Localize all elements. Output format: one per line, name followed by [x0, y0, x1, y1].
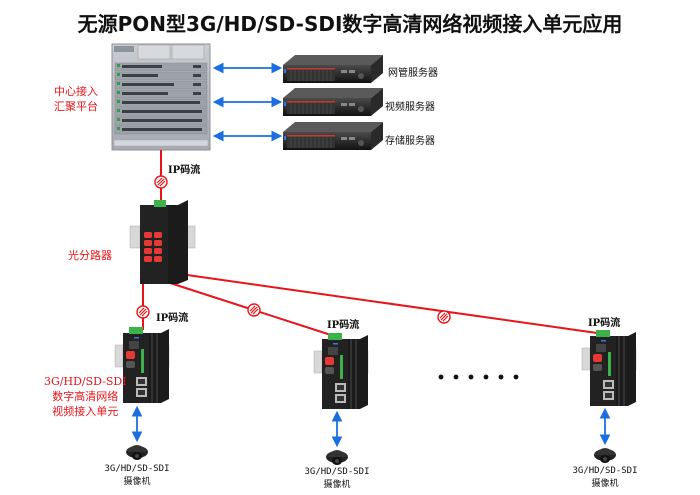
ip-stream-label: IP码流: [327, 320, 360, 331]
ip-stream-label: IP码流: [588, 318, 621, 329]
central-chassis: [111, 43, 211, 151]
access-unit-2: [313, 332, 369, 410]
link-icon: [136, 305, 150, 319]
fiber-drop-3: [179, 273, 598, 334]
access-unit-3: [581, 329, 637, 407]
server-management: [282, 54, 384, 84]
central-label: 中心接入 汇聚平台: [54, 85, 98, 113]
optical-splitter: [129, 200, 196, 284]
server-management-label: 网管服务器: [388, 68, 438, 79]
server-storage-label: 存储服务器: [385, 136, 435, 147]
ellipsis-dots: [438, 374, 519, 380]
camera-icon: [594, 448, 616, 463]
server-storage: [282, 121, 384, 151]
camera-icon: [326, 450, 348, 465]
link-icon: [437, 310, 451, 324]
camera-icon: [126, 445, 148, 460]
server-video: [282, 87, 384, 117]
camera-label-1: 3G/HD/SD-SDI 摄像机: [104, 464, 170, 487]
camera-label-2: 3G/HD/SD-SDI 摄像机: [304, 467, 370, 490]
link-icon: [154, 175, 168, 189]
splitter-label: 光分路器: [68, 249, 112, 262]
camera-label-3: 3G/HD/SD-SDI 摄像机: [572, 466, 638, 489]
diagram-title: 无源PON型3G/HD/SD-SDI数字高清网络视频接入单元应用: [77, 12, 623, 36]
ip-stream-label: IP码流: [168, 165, 201, 176]
link-icon: [247, 303, 261, 317]
ip-stream-label: IP码流: [156, 313, 189, 324]
server-video-label: 视频服务器: [385, 102, 435, 113]
access-unit-label: 3G/HD/SD-SDI 数字高清网络 视频接入单元: [44, 375, 127, 418]
